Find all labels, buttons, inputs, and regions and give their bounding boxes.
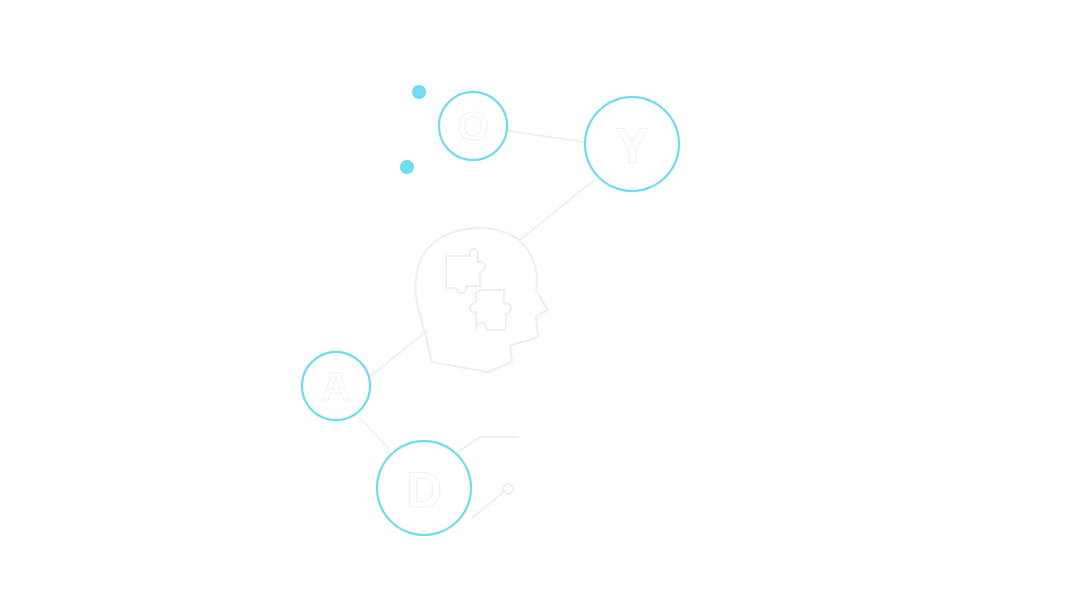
node-o-letter: O bbox=[457, 105, 488, 149]
node-a: A bbox=[300, 350, 372, 422]
accent-dot-upper bbox=[412, 85, 426, 99]
connector-end-dot bbox=[502, 483, 514, 495]
node-d: D bbox=[375, 439, 473, 537]
puzzle-piece-lower bbox=[468, 288, 513, 332]
node-y-letter: Y bbox=[615, 118, 648, 174]
connector-d-right-upper bbox=[457, 436, 519, 453]
node-a-ring bbox=[300, 350, 372, 422]
node-o: O bbox=[437, 90, 509, 162]
connector-d-right-lower bbox=[471, 489, 507, 519]
node-o-ring bbox=[437, 90, 509, 162]
connector-lines bbox=[359, 130, 595, 519]
accent-dots bbox=[400, 85, 426, 174]
node-y-ring bbox=[583, 95, 681, 193]
node-y: Y bbox=[583, 95, 681, 193]
connector-head-a bbox=[367, 329, 429, 379]
node-d-ring bbox=[375, 439, 473, 537]
connector-o-y bbox=[507, 130, 585, 143]
head-puzzle-icon bbox=[414, 226, 550, 374]
accent-dot-lower bbox=[400, 160, 414, 174]
connector-y-head bbox=[519, 179, 595, 241]
head-outline bbox=[414, 226, 550, 374]
puzzle-piece-upper bbox=[444, 247, 487, 295]
node-d-letter: D bbox=[406, 462, 442, 518]
connector-a-d bbox=[359, 417, 389, 449]
node-a-letter: A bbox=[322, 365, 351, 409]
